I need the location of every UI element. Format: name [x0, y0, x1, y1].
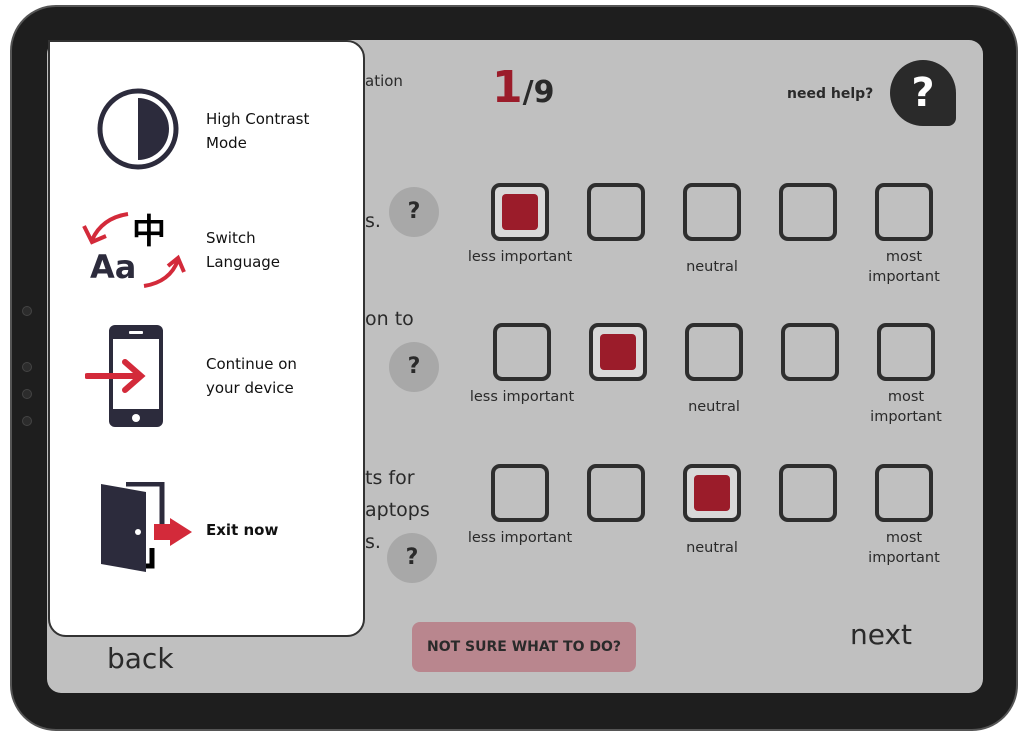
rating-option-2[interactable] [587, 183, 645, 241]
question-3-fragment: ts for [365, 467, 415, 489]
need-help-label[interactable]: need help? [787, 86, 874, 102]
menu-label: Exit now [206, 521, 279, 539]
page-title-fragment: ation [365, 72, 403, 90]
menu-label-line: your device [206, 379, 294, 397]
chinese-glyph: 中 [132, 212, 166, 252]
side-button [22, 306, 32, 316]
rating-option-3[interactable] [685, 323, 743, 381]
menu-label-line: Continue on [206, 355, 297, 373]
question-help-button[interactable]: ? [389, 342, 439, 392]
contrast-icon [97, 88, 179, 170]
rating-option-1[interactable] [491, 464, 549, 522]
rating-label-neutral: neutral [686, 259, 738, 275]
latin-glyph: Aa [90, 248, 137, 286]
language-icon: 中 Aa [80, 204, 200, 294]
rating-option-2[interactable] [587, 464, 645, 522]
side-button [22, 416, 32, 426]
rating-option-2[interactable] [589, 323, 647, 381]
rating-label-less: less important [469, 389, 575, 405]
rating-option-4[interactable] [779, 464, 837, 522]
rating-label-less: less important [467, 249, 573, 265]
rating-option-5[interactable] [875, 464, 933, 522]
exit-door-icon [101, 482, 192, 572]
rating-option-4[interactable] [781, 323, 839, 381]
rating-label-most: most important [868, 249, 940, 285]
question-help-button[interactable]: ? [389, 187, 439, 237]
rating-option-5[interactable] [877, 323, 935, 381]
question-1-fragment: s. [365, 210, 381, 232]
rating-option-5[interactable] [875, 183, 933, 241]
rating-label-neutral: neutral [686, 540, 738, 556]
rating-label-most: most important [868, 530, 940, 566]
question-2-fragment: on to [365, 308, 414, 330]
rating-option-3[interactable] [683, 464, 741, 522]
question-3-fragment: aptops [365, 499, 430, 521]
rating-label-most: most important [870, 389, 942, 425]
question-3-fragment: s. [365, 531, 381, 553]
side-button [22, 362, 32, 372]
menu-label-line: Switch [206, 229, 256, 247]
rating-option-3[interactable] [683, 183, 741, 241]
rating-option-1[interactable] [491, 183, 549, 241]
menu-label-line: High Contrast [206, 110, 310, 128]
total-pages: /9 [522, 75, 555, 110]
menu-label-line: Language [206, 253, 281, 271]
help-button[interactable]: ? [890, 60, 956, 126]
rating-option-1[interactable] [493, 323, 551, 381]
side-button [22, 389, 32, 399]
menu-label-line: Mode [206, 134, 247, 152]
phone-transfer-icon [85, 325, 163, 427]
menu-item-exit-now[interactable]: Exit now [50, 482, 363, 582]
rating-option-4[interactable] [779, 183, 837, 241]
current-page: 1 [492, 62, 523, 113]
menu-item-continue-on-device[interactable]: Continue on your device [50, 324, 363, 427]
menu-label: Continue on your device [206, 352, 297, 400]
not-sure-button[interactable]: NOT SURE WHAT TO DO? [412, 622, 636, 672]
progress-counter: 1/9 [492, 62, 554, 113]
swap-arrows-icon [82, 212, 186, 288]
rating-label-less: less important [467, 530, 573, 546]
next-button[interactable]: next [850, 618, 913, 651]
rating-label-neutral: neutral [688, 399, 740, 415]
back-button[interactable]: back [107, 642, 174, 675]
question-help-button[interactable]: ? [387, 533, 437, 583]
